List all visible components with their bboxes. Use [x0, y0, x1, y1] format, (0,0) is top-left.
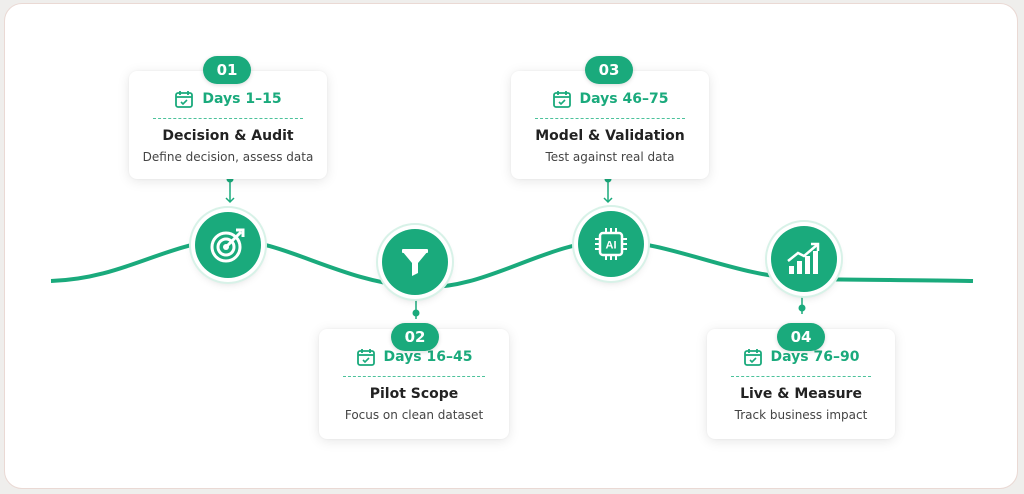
step-description: Test against real data [545, 150, 675, 164]
step-title: Pilot Scope [369, 386, 459, 402]
days-label: Days 1–15 [202, 91, 282, 107]
step-title: Live & Measure [740, 386, 862, 402]
calendar-icon [175, 91, 194, 108]
divider [731, 376, 871, 377]
divider [153, 118, 303, 119]
target-icon [210, 228, 245, 263]
days-label: Days 46–75 [579, 91, 669, 107]
calendar-icon [743, 349, 762, 366]
ai-chip-icon: AI [595, 228, 627, 260]
step-card-2: Days 16–45 Pilot Scope Focus on clean da… [319, 329, 509, 439]
step-description: Define decision, assess data [142, 150, 314, 164]
step-number-badge: 02 [391, 323, 439, 351]
days-row: Days 76–90 [707, 347, 895, 367]
funnel-icon [402, 249, 428, 276]
days-label: Days 16–45 [383, 349, 473, 365]
step-card-4: Days 76–90 Live & Measure Track business… [707, 329, 895, 439]
growth-chart-icon [787, 242, 820, 274]
timeline-diagram: Days 1–15 Decision & Audit Define decisi… [4, 3, 1018, 489]
step-number-badge: 03 [585, 56, 633, 84]
step-node-1 [195, 212, 261, 278]
step-card-3: Days 46–75 Model & Validation Test again… [511, 71, 709, 179]
step-node-4 [771, 226, 837, 292]
step-number-badge: 01 [203, 56, 251, 84]
step-card-1: Days 1–15 Decision & Audit Define decisi… [129, 71, 327, 179]
days-row: Days 16–45 [319, 347, 509, 367]
connector-3 [603, 175, 613, 204]
step-node-2 [382, 229, 448, 295]
connector-4 [797, 286, 807, 314]
divider [343, 376, 485, 377]
days-label: Days 76–90 [770, 349, 860, 365]
step-title: Model & Validation [535, 128, 685, 144]
divider [535, 118, 685, 119]
connector-1 [225, 175, 235, 204]
step-title: Decision & Audit [162, 128, 294, 144]
step-node-3: AI [578, 211, 644, 277]
step-number-badge: 04 [777, 323, 825, 351]
calendar-icon [552, 91, 571, 108]
ai-chip-label: AI [606, 240, 617, 252]
calendar-icon [356, 349, 375, 366]
step-description: Focus on clean dataset [344, 408, 484, 422]
days-row: Days 46–75 [511, 89, 709, 109]
step-description: Track business impact [734, 408, 868, 422]
days-row: Days 1–15 [129, 89, 327, 109]
